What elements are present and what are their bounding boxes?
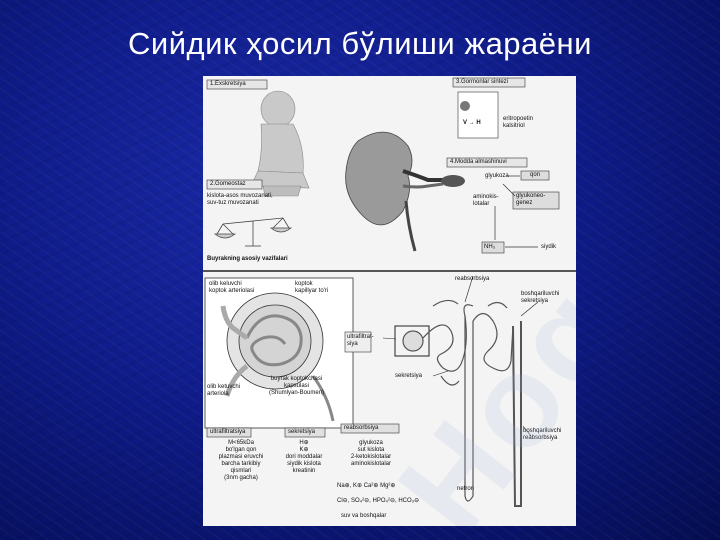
- label-aminokislotalar: aminokis- lotalar: [473, 194, 499, 207]
- nephron-arrows: [382, 275, 539, 437]
- label-glyukoneogenez: glyukoneo- genez: [516, 193, 546, 206]
- label-reabsorbsiya: reabsorbsiya: [455, 276, 490, 282]
- label-glyukoza: glyukoza: [485, 173, 509, 179]
- label-nh3: NH₃: [484, 244, 496, 250]
- label-sekretsiya-side: sekretsiya: [395, 373, 423, 379]
- kidney-illustration: [345, 131, 465, 252]
- label-v-h: V → H: [463, 120, 481, 126]
- figure-top-caption: Buyrakning asosiy vazifalari: [207, 256, 288, 262]
- table-head-ultrafiltratsiya: ultrafiltratsiya: [210, 429, 246, 435]
- nephron-diagram: [394, 299, 522, 507]
- label-gomeostaz-text: kislota-asos muvozanati, suv-tuz muvozan…: [207, 193, 273, 206]
- table-head-sekretsiya: sekretsiya: [288, 429, 316, 435]
- label-qon: qon: [530, 172, 541, 178]
- hormone-cell-box: [457, 91, 499, 139]
- label-siydik: siydik: [541, 244, 557, 250]
- label-exskretsiya: 1.Exskretsiya: [210, 81, 246, 87]
- table-col-reabsorbsiya: glyukoza sut kislota 2-ketokislotalar am…: [350, 440, 392, 467]
- slide-title: Сийдик ҳосил бўлиши жараёни: [128, 26, 592, 61]
- label-olib-ketuvchi: olib ketuvchi arteriola: [207, 384, 241, 397]
- label-koptok-kapillyar: koptok kapillyar to'ri: [295, 281, 329, 294]
- label-boshqariluvchi-reabsorbsiya: boshqariluvchi reabsorbsiya: [523, 428, 562, 441]
- table-footer-suv: suv va boshqalar: [341, 513, 387, 519]
- figure-drawing: [203, 77, 576, 507]
- label-nefron: nefron: [457, 486, 475, 492]
- label-ultrafiltratsiya-side: ultrafiltrat- siya: [347, 334, 374, 347]
- label-gomeostaz: 2.Gomeostaz: [210, 181, 246, 187]
- label-modda-almashinuvi: 4.Modda almashinuvi: [450, 159, 507, 165]
- label-olib-keluvchi: olib keluvchi koptok arteriolasi: [209, 281, 255, 294]
- table-ions-anions: Cl⊖, SO₄²⊖, HPO₄²⊖, HCO₃⊖: [337, 498, 420, 504]
- balance-scale-illustration: [213, 217, 293, 247]
- kidney-function-figure: 1.Exskretsiya 2.Gomeostaz kislota-asos m…: [203, 76, 576, 526]
- label-gormonlar-sintezi: 3.Gormonlar sintezi: [456, 79, 509, 85]
- table-head-reabsorbsiya: reabsorbsiya: [344, 425, 379, 431]
- label-boshqariluvchi-sekretsiya: boshqariluvchi sekretsiya: [521, 291, 560, 304]
- child-illustration: [250, 90, 310, 197]
- table-col-ultrafiltratsiya: M<65kDa bo'lgan qon plazmasi eruvchi bar…: [218, 440, 264, 481]
- table-col-sekretsiya: H⊕ K⊕ dori moddalar siydik kislota kreat…: [285, 440, 323, 474]
- label-eritropoetin: eritropoetin kalsitriol: [503, 116, 534, 129]
- glomerulus-diagram: [204, 277, 354, 429]
- metabolism-arrows: [494, 175, 538, 248]
- table-ions-cations: Na⊕, K⊕ Ca²⊕ Mg²⊕: [337, 483, 396, 489]
- label-buyrak-koptokchasi: buyrak koptokchasi kapsulasi (Shumlyan-B…: [269, 376, 325, 396]
